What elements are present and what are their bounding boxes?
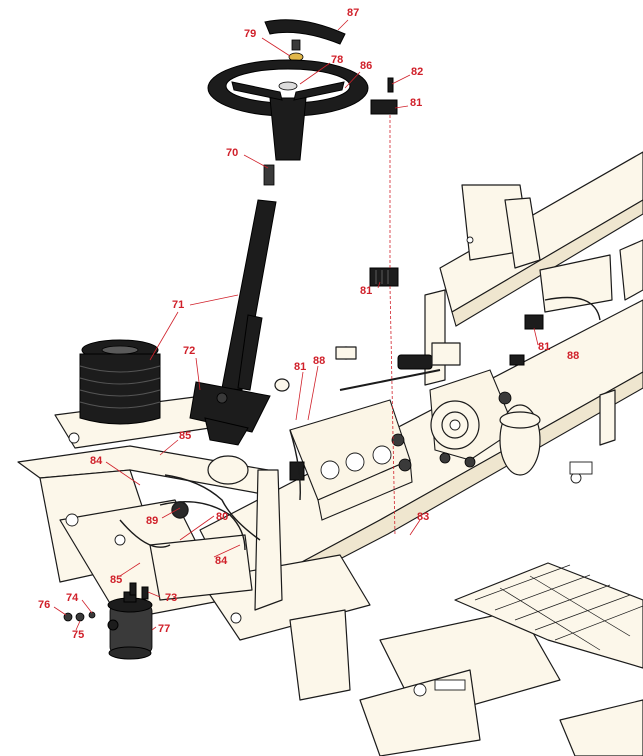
callout-86: 86 [360, 60, 372, 72]
callout-81: 81 [294, 361, 306, 373]
callout-88: 88 [567, 350, 579, 362]
steering-wheel-cap [264, 19, 346, 51]
callout-71: 71 [172, 299, 184, 311]
chassis-frame [17, 151, 643, 756]
control-linkage [339, 342, 525, 391]
leader-lines [53, 19, 539, 631]
callout-87: 87 [347, 7, 359, 19]
callout-77: 77 [158, 623, 170, 635]
callout-73: 73 [165, 592, 177, 604]
callout-78: 78 [331, 54, 343, 66]
callout-79: 79 [244, 28, 256, 40]
steering-control-unit [107, 591, 153, 660]
callout-82: 82 [411, 66, 423, 78]
callout-80: 80 [216, 511, 228, 523]
callout-70: 70 [226, 147, 238, 159]
callout-75: 75 [72, 629, 84, 641]
steering-wheel [207, 59, 369, 161]
callout-84: 84 [90, 455, 103, 467]
callout-81: 81 [410, 97, 422, 109]
callout-74: 74 [66, 592, 79, 604]
callout-76: 76 [38, 599, 50, 611]
callout-labels: 87 79 78 86 82 81 70 81 71 81 88 72 81 8… [38, 7, 579, 641]
hose-fittings [63, 582, 149, 622]
callout-88: 88 [313, 355, 325, 367]
hydraulic-valve-block [289, 399, 413, 521]
callout-81: 81 [538, 341, 550, 353]
callout-83: 83 [417, 511, 429, 523]
callout-89: 89 [146, 515, 158, 527]
hydro-pump [429, 369, 541, 476]
steering-column [189, 164, 277, 446]
hydraulic-lines [119, 296, 601, 551]
callout-72: 72 [183, 345, 195, 357]
callout-84: 84 [215, 555, 228, 567]
callout-81: 81 [360, 285, 372, 297]
callout-85: 85 [110, 574, 122, 586]
callout-85: 85 [179, 430, 191, 442]
pedal-boot-bellows [79, 339, 161, 425]
